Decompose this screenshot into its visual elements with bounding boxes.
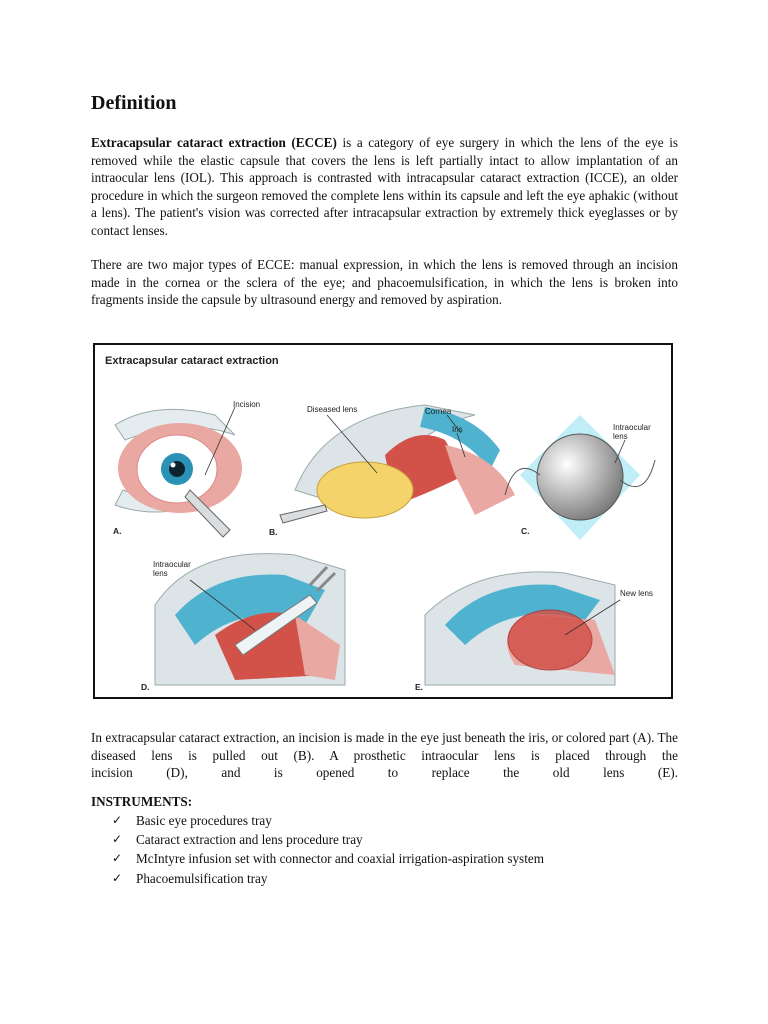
- list-item: ✓ Basic eye procedures tray: [112, 811, 544, 830]
- check-icon: ✓: [112, 832, 123, 847]
- panel-b-lens-removal: [279, 404, 515, 524]
- check-icon: ✓: [112, 813, 123, 827]
- figure-title: Extracapsular cataract extraction: [105, 355, 279, 367]
- types-paragraph: There are two major types of ECCE: manua…: [91, 257, 678, 307]
- label-new-lens: New lens: [620, 589, 653, 598]
- instruments-heading: INSTRUMENTS:: [91, 794, 193, 809]
- caption-line-1: In extracapsular cataract extraction, an…: [91, 730, 678, 763]
- list-item: ✓ Phacoemulsification tray: [112, 869, 544, 888]
- intro-paragraph: Extracapsular cataract extraction (ECCE)…: [91, 134, 678, 239]
- panel-label-b: B.: [269, 527, 278, 537]
- ecce-term: Extracapsular cataract extraction (ECCE): [91, 135, 337, 150]
- list-item: ✓ Cataract extraction and lens procedure …: [112, 830, 544, 849]
- figure-caption: In extracapsular cataract extraction, an…: [91, 729, 678, 782]
- label-intraocular-lens-d: Intraocular lens: [153, 560, 191, 578]
- check-icon: ✓: [112, 851, 123, 866]
- panel-e-new-lens: [424, 571, 621, 686]
- label-cornea: Cornea: [425, 407, 452, 416]
- page-title: Definition: [91, 92, 177, 114]
- label-diseased-lens: Diseased lens: [307, 405, 358, 414]
- ecce-illustration: Extracapsular cataract extraction Incisi…: [93, 343, 673, 699]
- panel-label-e: E.: [415, 682, 424, 692]
- check-icon: ✓: [112, 870, 123, 885]
- list-item: ✓ McIntyre infusion set with connector an…: [112, 849, 544, 868]
- instruments-list: ✓ Basic eye procedures tray ✓ Cataract ext…: [112, 811, 544, 888]
- panel-c-iol: [504, 415, 656, 540]
- panel-a-eye: [114, 406, 242, 538]
- intro-text: is a category of eye surgery in which th…: [91, 135, 678, 238]
- label-intraocular-lens-c: Intraocular lens: [613, 423, 651, 441]
- panel-label-c: C.: [521, 526, 530, 536]
- illustration-drawing: [114, 404, 656, 686]
- label-incision: Incision: [233, 400, 261, 409]
- panel-label-a: A.: [113, 526, 122, 536]
- instrument-label: Basic eye procedures tray: [136, 813, 272, 828]
- caption-line-2: incision (D), and is opened to replace t…: [91, 765, 678, 780]
- instrument-label: McIntyre infusion set with connector and…: [136, 851, 544, 867]
- instrument-label: Phacoemulsification tray: [136, 870, 268, 886]
- instrument-label: Cataract extraction and lens procedure t…: [136, 832, 363, 848]
- panel-label-d: D.: [141, 682, 150, 692]
- panel-d-insertion: [154, 553, 346, 686]
- label-iris: Iris: [452, 425, 463, 434]
